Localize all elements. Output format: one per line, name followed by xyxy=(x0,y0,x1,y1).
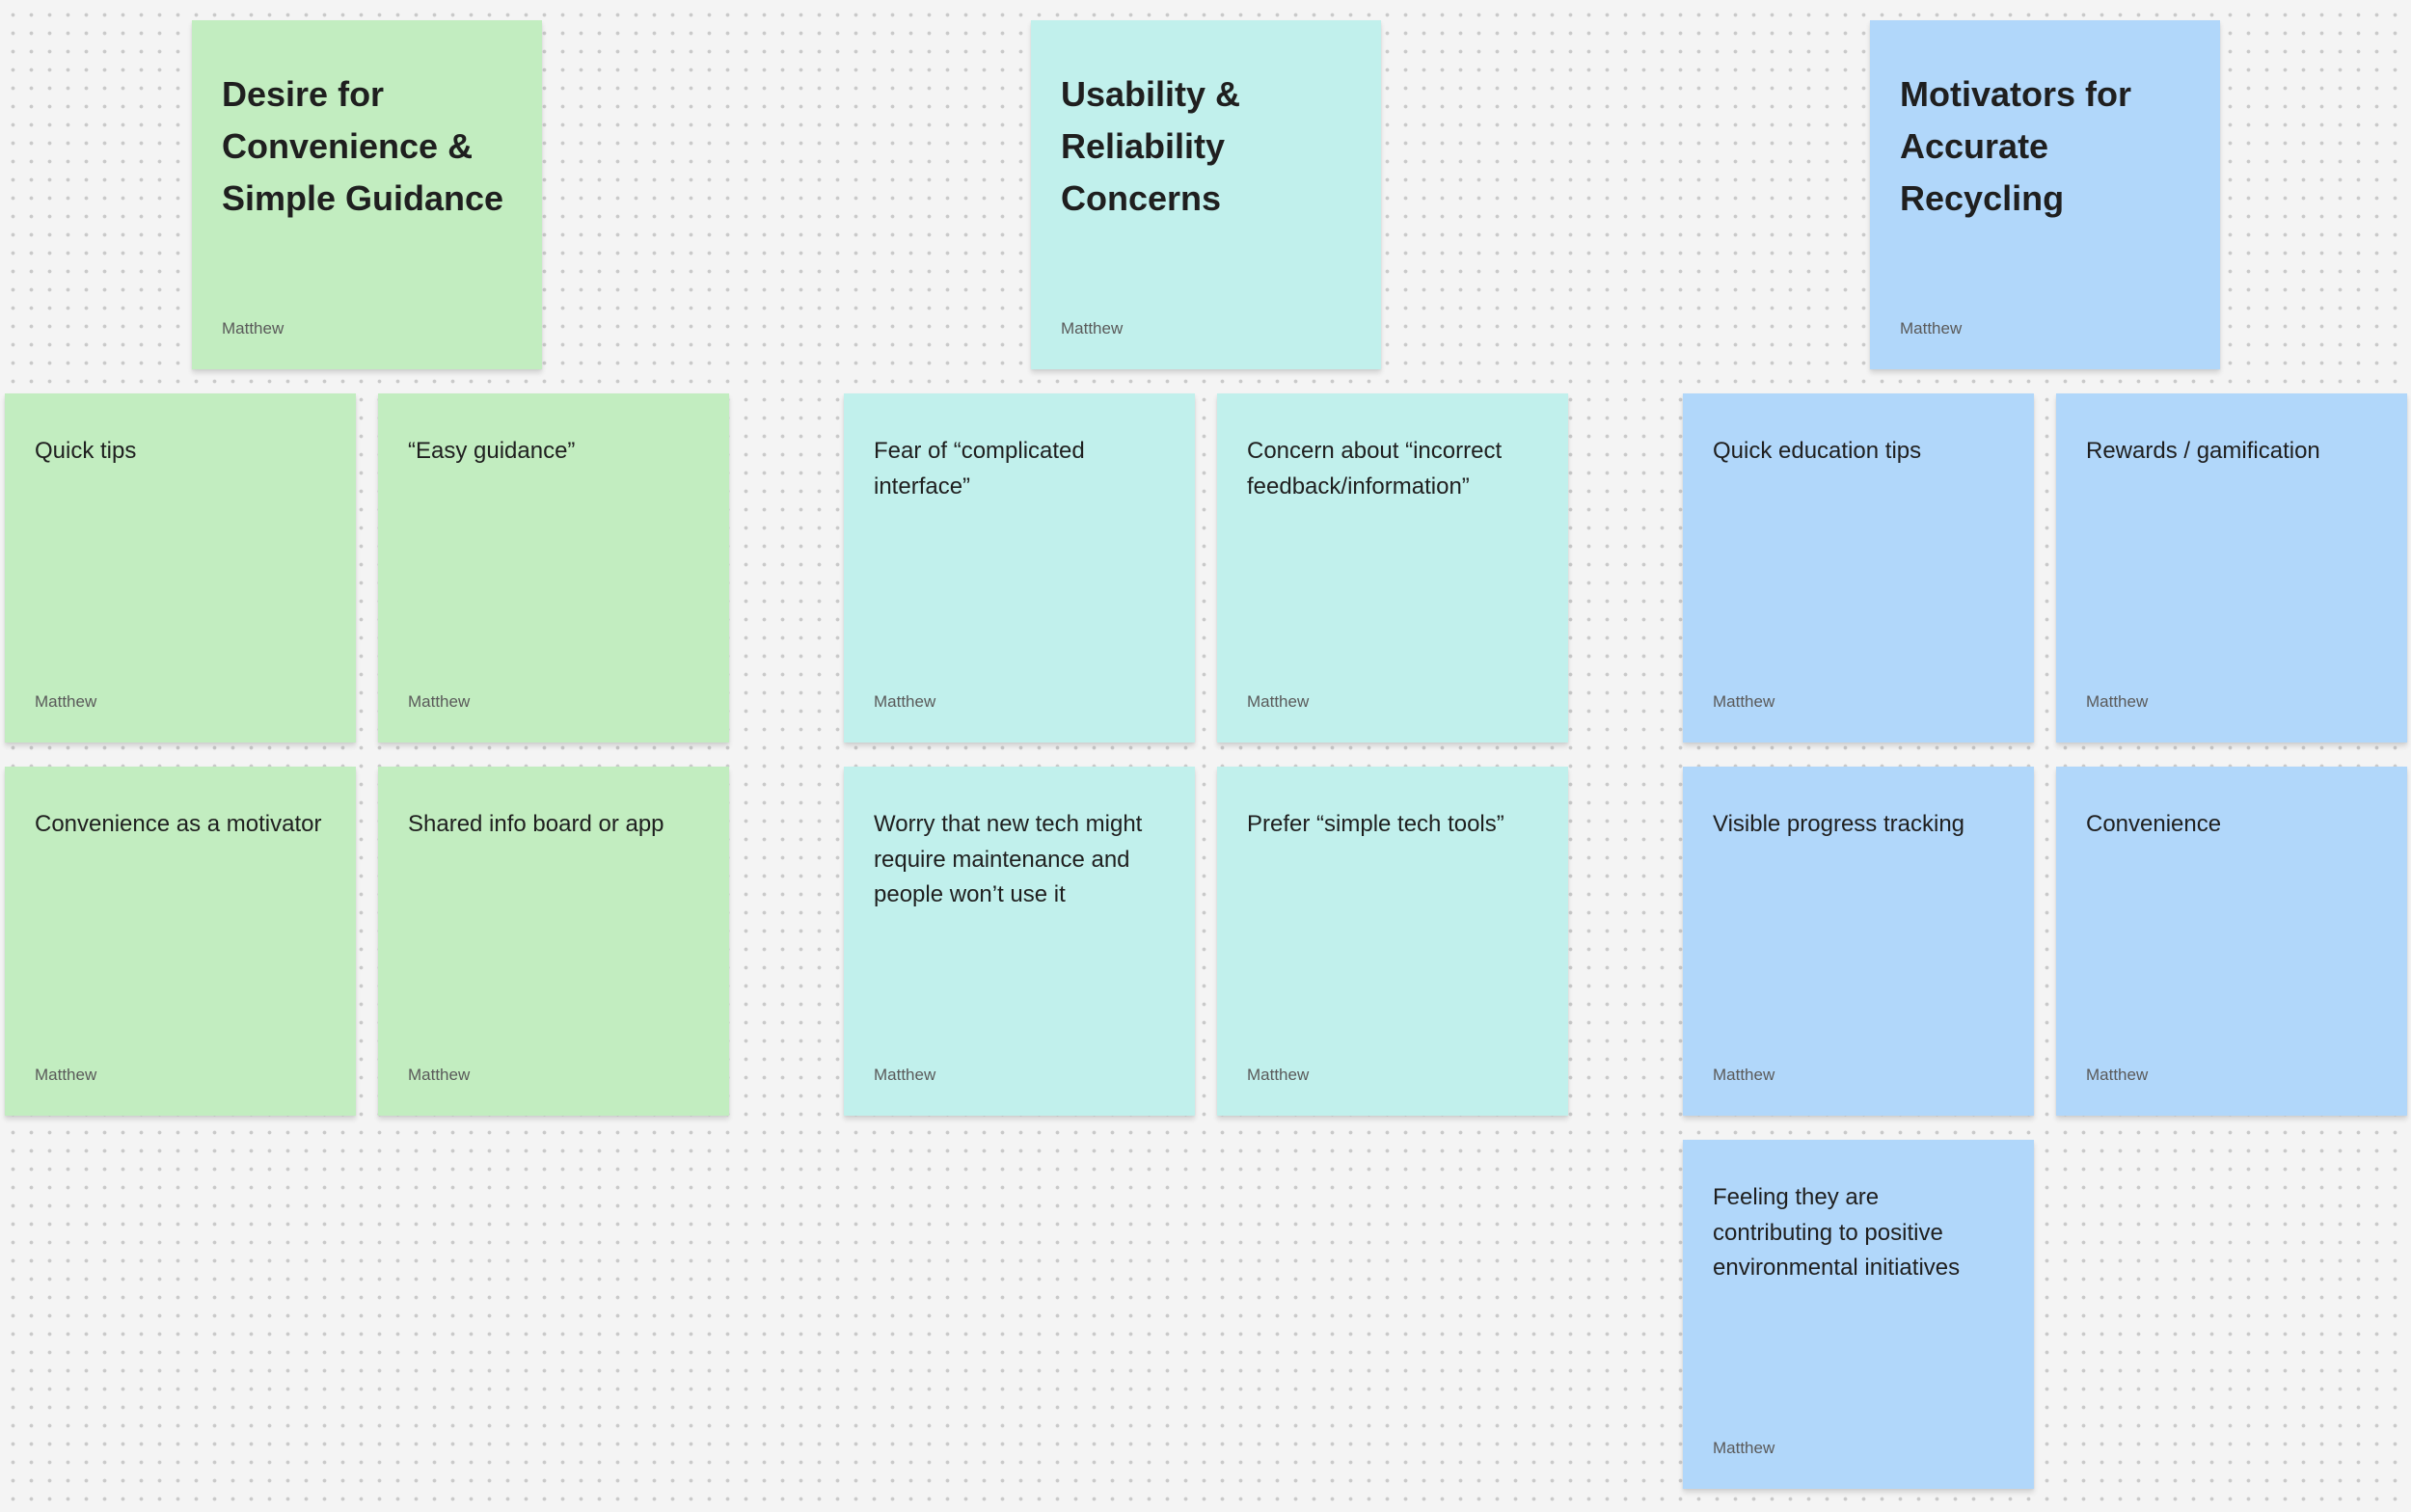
sticky-note-quick-education-tips[interactable]: Quick education tips Matthew xyxy=(1683,393,2034,742)
sticky-note-complicated-interface[interactable]: Fear of “complicated interface” Matthew xyxy=(844,393,1195,742)
sticky-author: Matthew xyxy=(1247,692,1310,711)
sticky-author: Matthew xyxy=(222,319,284,338)
sticky-note-simple-tech-tools[interactable]: Prefer “simple tech tools” Matthew xyxy=(1217,767,1568,1116)
sticky-author: Matthew xyxy=(1713,692,1775,711)
sticky-text: Visible progress tracking xyxy=(1713,811,1965,837)
sticky-note-easy-guidance[interactable]: “Easy guidance” Matthew xyxy=(378,393,729,742)
sticky-text: “Easy guidance” xyxy=(408,438,576,464)
sticky-author: Matthew xyxy=(408,1066,471,1084)
sticky-note-maintenance-worry[interactable]: Worry that new tech might require mainte… xyxy=(844,767,1195,1116)
sticky-title: Usability & Reliability Concerns xyxy=(1061,74,1241,218)
sticky-author: Matthew xyxy=(1713,1439,1775,1457)
sticky-text: Convenience as a motivator xyxy=(35,811,322,837)
sticky-note-rewards-gamification[interactable]: Rewards / gamification Matthew xyxy=(2056,393,2407,742)
sticky-author: Matthew xyxy=(408,692,471,711)
sticky-text: Quick tips xyxy=(35,438,137,464)
sticky-author: Matthew xyxy=(2086,1066,2149,1084)
sticky-author: Matthew xyxy=(874,692,936,711)
sticky-header-motivators[interactable]: Motivators for Accurate Recycling Matthe… xyxy=(1870,20,2220,369)
sticky-author: Matthew xyxy=(35,1066,97,1084)
sticky-text: Concern about “incorrect feedback/inform… xyxy=(1247,438,1503,500)
sticky-author: Matthew xyxy=(1900,319,1963,338)
sticky-text: Rewards / gamification xyxy=(2086,438,2320,464)
sticky-note-progress-tracking[interactable]: Visible progress tracking Matthew xyxy=(1683,767,2034,1116)
sticky-text: Shared info board or app xyxy=(408,811,664,837)
sticky-title: Motivators for Accurate Recycling xyxy=(1900,74,2132,218)
sticky-title: Desire for Convenience & Simple Guidance xyxy=(222,74,504,218)
sticky-text: Feeling they are contributing to positiv… xyxy=(1713,1184,1961,1281)
sticky-author: Matthew xyxy=(1713,1066,1775,1084)
sticky-author: Matthew xyxy=(1061,319,1124,338)
sticky-text: Fear of “complicated interface” xyxy=(874,438,1085,500)
sticky-text: Quick education tips xyxy=(1713,438,1922,464)
sticky-header-convenience[interactable]: Desire for Convenience & Simple Guidance… xyxy=(192,20,542,369)
sticky-note-convenience[interactable]: Convenience Matthew xyxy=(2056,767,2407,1116)
sticky-note-shared-info-board[interactable]: Shared info board or app Matthew xyxy=(378,767,729,1116)
sticky-note-incorrect-feedback[interactable]: Concern about “incorrect feedback/inform… xyxy=(1217,393,1568,742)
sticky-author: Matthew xyxy=(2086,692,2149,711)
sticky-note-environmental-initiatives[interactable]: Feeling they are contributing to positiv… xyxy=(1683,1140,2034,1489)
sticky-text: Convenience xyxy=(2086,811,2222,837)
sticky-note-quick-tips[interactable]: Quick tips Matthew xyxy=(5,393,356,742)
sticky-author: Matthew xyxy=(35,692,97,711)
sticky-author: Matthew xyxy=(1247,1066,1310,1084)
sticky-author: Matthew xyxy=(874,1066,936,1084)
sticky-header-usability[interactable]: Usability & Reliability Concerns Matthew xyxy=(1031,20,1381,369)
sticky-text: Worry that new tech might require mainte… xyxy=(874,811,1143,907)
sticky-note-convenience-motivator[interactable]: Convenience as a motivator Matthew xyxy=(5,767,356,1116)
sticky-text: Prefer “simple tech tools” xyxy=(1247,811,1504,837)
